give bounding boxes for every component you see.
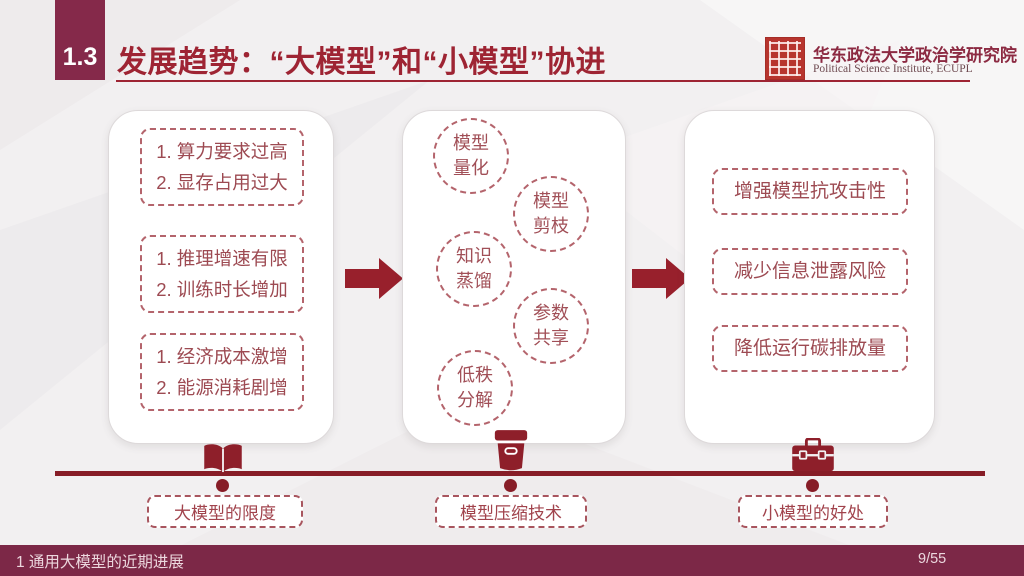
circle1-line1: 模型 <box>453 133 489 153</box>
stage1-box-compute: 1. 算力要求过高 2. 显存占用过大 <box>140 128 304 206</box>
institute-name-en: Political Science Institute, ECUPL <box>813 63 973 75</box>
flow-arrow-icon <box>345 258 403 299</box>
circle1-line2: 量化 <box>453 158 489 178</box>
circle4-line1: 参数 <box>533 303 569 323</box>
section-number: 1.3 <box>62 43 98 71</box>
stage2-circle-weight-sharing: 参数 共享 <box>513 288 589 364</box>
institute-seal-icon <box>765 37 805 80</box>
timeline-dot <box>504 479 517 492</box>
circle4-line2: 共享 <box>533 328 569 348</box>
footer-bar <box>0 545 1024 576</box>
stage3-box-privacy: 减少信息泄露风险 <box>712 248 908 295</box>
circle3-line2: 蒸馏 <box>456 271 492 291</box>
stage3-box1-label: 增强模型抗攻击性 <box>733 181 886 202</box>
stage3-box-robustness: 增强模型抗攻击性 <box>712 168 908 215</box>
slide-title: 发展趋势：“大模型”和“小模型”协进 <box>117 46 606 79</box>
stage1-card-large-model-limits: 1. 算力要求过高 2. 显存占用过大 1. 推理增速有限 2. 训练时长增加 … <box>108 110 334 444</box>
stage3-card-small-model-benefits: 增强模型抗攻击性 减少信息泄露风险 降低运行碳排放量 <box>684 110 935 444</box>
stage1-box2-line1: 1. 推理增速有限 <box>156 248 288 269</box>
circle5-line2: 分解 <box>457 390 493 410</box>
circle2-line2: 剪枝 <box>533 216 569 236</box>
stage2-card-compression-techniques: 模型 量化 模型 剪枝 知识 蒸馏 参数 共享 低秩 分解 <box>402 110 626 444</box>
stage3-box3-label: 降低运行碳排放量 <box>733 338 886 359</box>
stage3-box-carbon: 降低运行碳排放量 <box>712 325 908 372</box>
stage1-box1-line1: 1. 算力要求过高 <box>156 141 288 162</box>
footer-section-label: 1 通用大模型的近期进展 <box>16 554 184 571</box>
stage1-box3-line2: 2. 能源消耗剧增 <box>156 377 288 398</box>
stage3-caption: 小模型的好处 <box>738 495 888 528</box>
flow-arrow-icon <box>632 258 690 299</box>
stage1-caption: 大模型的限度 <box>147 495 303 528</box>
circle5-line1: 低秩 <box>457 365 493 385</box>
stage2-circle-distillation: 知识 蒸馏 <box>436 231 512 307</box>
stage3-box2-label: 减少信息泄露风险 <box>733 261 886 282</box>
stage1-box-inference: 1. 推理增速有限 2. 训练时长增加 <box>140 235 304 313</box>
briefcase-icon <box>792 438 834 472</box>
circle2-line1: 模型 <box>533 191 569 211</box>
stage2-circle-quantization: 模型 量化 <box>433 118 509 194</box>
open-book-icon <box>204 444 242 473</box>
circle3-line1: 知识 <box>456 246 492 266</box>
timeline-dot <box>216 479 229 492</box>
archive-box-icon <box>494 430 528 471</box>
stage2-circle-pruning: 模型 剪枝 <box>513 176 589 252</box>
stage2-caption: 模型压缩技术 <box>435 495 587 528</box>
stage2-circle-low-rank: 低秩 分解 <box>437 350 513 426</box>
timeline-line <box>55 471 985 476</box>
section-number-box: 1.3 <box>55 0 105 80</box>
stage1-box1-line2: 2. 显存占用过大 <box>156 172 288 193</box>
stage1-box2-line2: 2. 训练时长增加 <box>156 279 288 300</box>
timeline-dot <box>806 479 819 492</box>
seal-glyph-grid <box>769 41 801 76</box>
stage1-box-cost: 1. 经济成本激增 2. 能源消耗剧增 <box>140 333 304 411</box>
institute-name-cn: 华东政法大学政治学研究院 <box>813 46 1017 65</box>
footer-page-indicator: 9/55 <box>918 551 947 567</box>
stage1-box3-line1: 1. 经济成本激增 <box>156 346 288 367</box>
title-underline <box>116 80 970 82</box>
